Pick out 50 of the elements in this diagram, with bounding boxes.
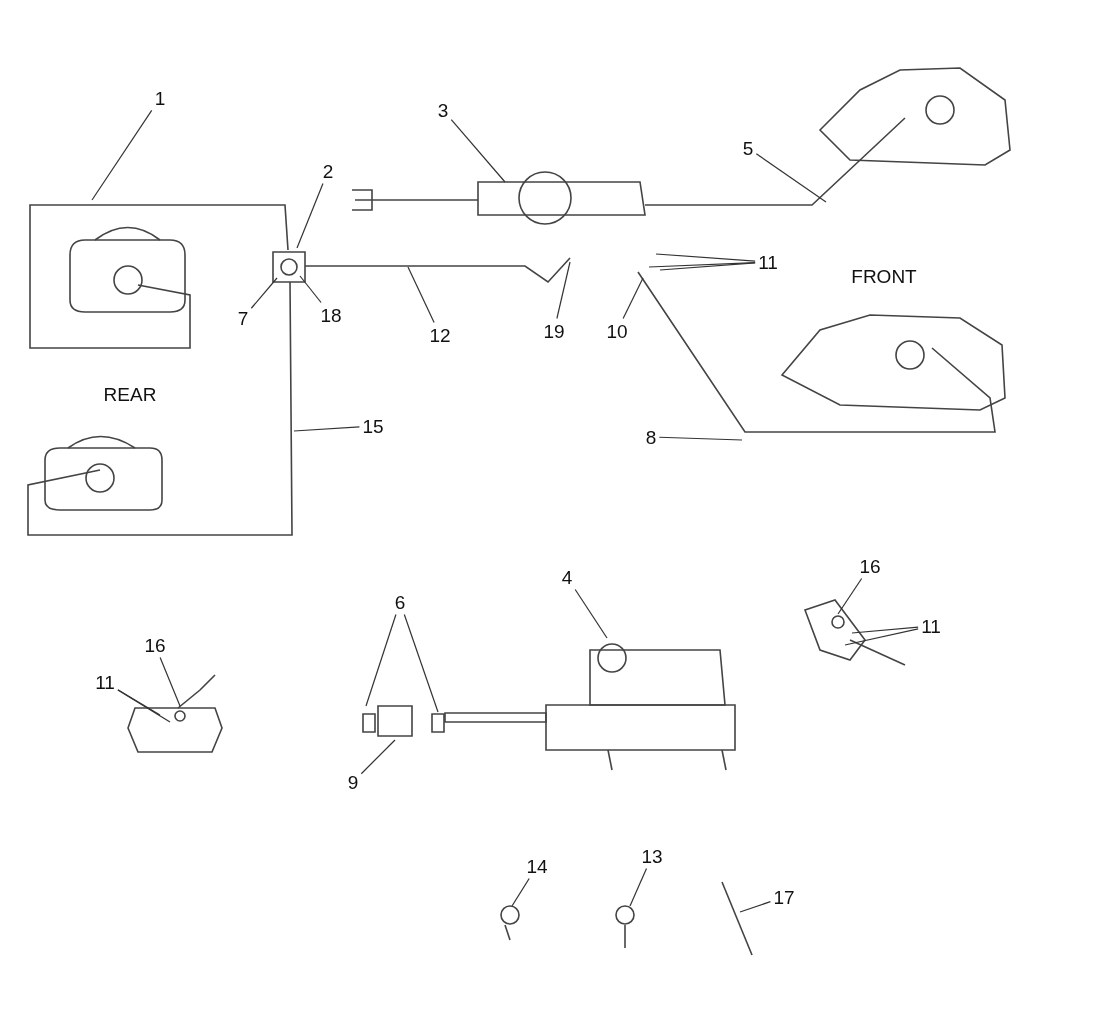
callout-number: 3 (437, 100, 449, 120)
callout-number: 6 (394, 592, 406, 612)
leader-line (403, 613, 439, 713)
leader-line (365, 613, 397, 707)
leader-line (250, 277, 278, 309)
leader-line (299, 275, 322, 304)
leader-line (659, 262, 756, 271)
callout-number: 10 (606, 321, 628, 341)
location-label: FRONT (851, 266, 917, 286)
callout-number: 17 (773, 887, 795, 907)
leader-line (117, 689, 161, 716)
leader-line (622, 277, 644, 320)
leader-line (574, 588, 608, 639)
callout-number: 11 (758, 252, 778, 272)
callout-number: 4 (561, 567, 573, 587)
leader-line (159, 656, 181, 707)
leader-line (91, 109, 153, 201)
callout-number: 1 (154, 88, 166, 108)
leader-line (117, 689, 171, 723)
location-label: REAR (103, 384, 157, 404)
callout-number: 8 (645, 427, 657, 447)
leader-line (556, 261, 571, 320)
leader-line (658, 436, 743, 441)
leader-line (450, 119, 506, 183)
callout-number: 12 (429, 325, 451, 345)
callout-number: 14 (526, 856, 548, 876)
callout-number: 11 (921, 616, 941, 636)
leader-line (511, 877, 530, 907)
leader-line (851, 626, 919, 634)
leader-line (407, 266, 435, 324)
leader-line (629, 867, 648, 907)
callout-number: 18 (320, 305, 342, 325)
leader-line (655, 253, 756, 262)
leader-line (739, 901, 772, 913)
leader-line (755, 153, 827, 203)
callout-number: 7 (237, 308, 249, 328)
callout-number: 16 (144, 635, 166, 655)
callout-number: 5 (742, 138, 754, 158)
callout-number: 19 (543, 321, 565, 341)
leader-line (360, 739, 396, 775)
callout-number: 15 (362, 416, 384, 436)
callout-number: 11 (95, 672, 115, 692)
callout-number: 16 (859, 556, 881, 576)
callout-number: 13 (641, 846, 663, 866)
leader-line (844, 628, 919, 646)
leader-line (837, 577, 863, 615)
callout-number: 2 (322, 161, 334, 181)
callout-number: 9 (347, 772, 359, 792)
leader-line (296, 182, 324, 249)
leader-line (293, 426, 361, 432)
